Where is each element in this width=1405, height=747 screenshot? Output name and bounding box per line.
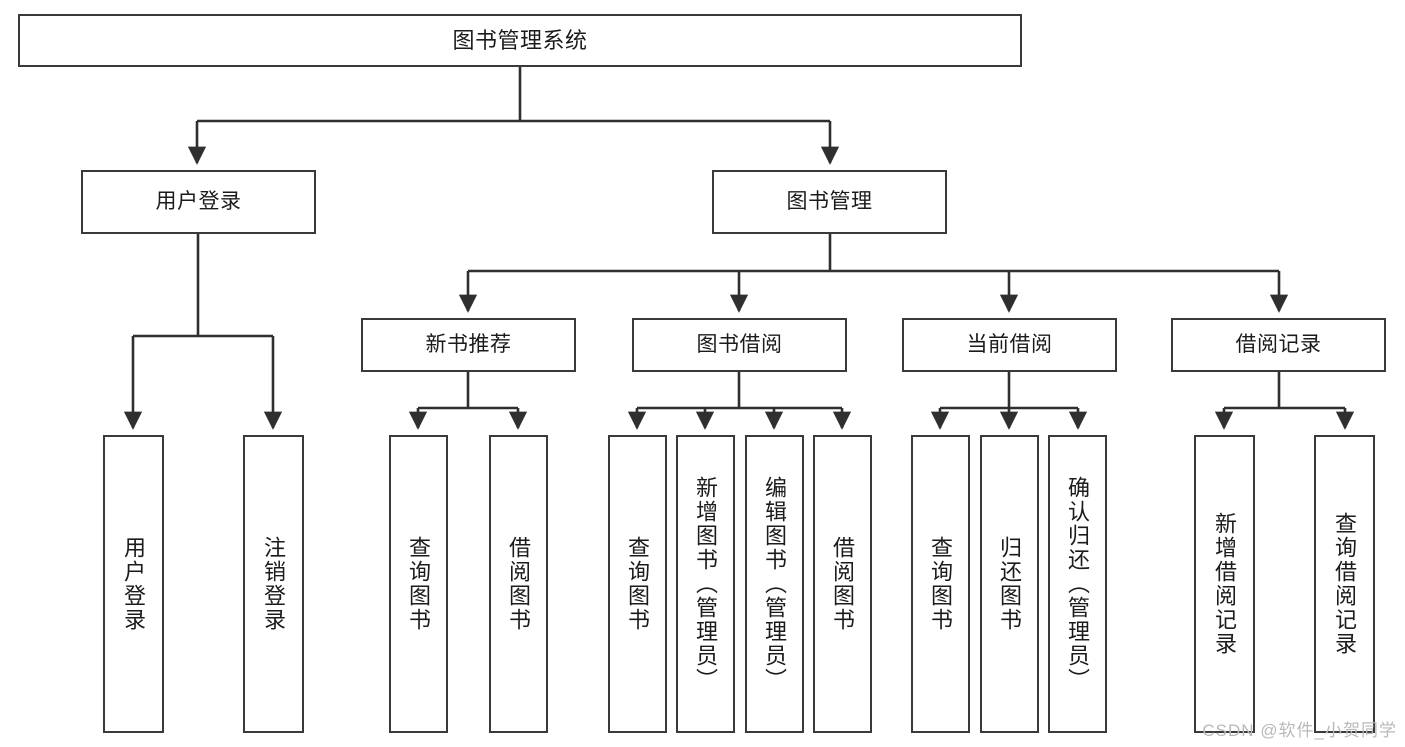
node-label: 用户登录 — [121, 536, 147, 632]
node-root-system[interactable]: 图书管理系统 — [18, 14, 1022, 67]
node-label: 借阅记录 — [1235, 332, 1322, 356]
node-label: 编辑图书（管理员） — [762, 476, 788, 692]
leaf-user-login-logout[interactable]: 注销登录 — [243, 435, 304, 733]
node-label: 图书借阅 — [696, 332, 783, 356]
node-label: 注销登录 — [261, 536, 287, 632]
leaf-user-login-login[interactable]: 用户登录 — [103, 435, 164, 733]
node-book-borrow[interactable]: 图书借阅 — [632, 318, 847, 372]
node-label: 查询图书 — [928, 536, 954, 632]
leaf-bookborrow-add-book-admin[interactable]: 新增图书（管理员） — [676, 435, 735, 733]
leaf-newbook-query-book[interactable]: 查询图书 — [389, 435, 448, 733]
leaf-borrowrecord-add-record[interactable]: 新增借阅记录 — [1194, 435, 1255, 733]
leaf-currentborrow-return-book[interactable]: 归还图书 — [980, 435, 1039, 733]
csdn-watermark: CSDN @软件_小贺同学 — [1202, 721, 1397, 740]
leaf-currentborrow-confirm-return-admin[interactable]: 确认归还（管理员） — [1048, 435, 1107, 733]
node-label: 借阅图书 — [830, 536, 856, 632]
node-label: 当前借阅 — [966, 332, 1053, 356]
node-label: 查询图书 — [625, 536, 651, 632]
node-label: 新增借阅记录 — [1212, 512, 1238, 656]
node-label: 查询图书 — [406, 536, 432, 632]
leaf-borrowrecord-query-record[interactable]: 查询借阅记录 — [1314, 435, 1375, 733]
node-label: 图书管理系统 — [452, 27, 588, 53]
node-borrow-record[interactable]: 借阅记录 — [1171, 318, 1386, 372]
node-label: 确认归还（管理员） — [1065, 476, 1091, 692]
node-label: 借阅图书 — [506, 536, 532, 632]
node-book-management[interactable]: 图书管理 — [712, 170, 947, 234]
leaf-currentborrow-query-book[interactable]: 查询图书 — [911, 435, 970, 733]
node-label: 查询借阅记录 — [1332, 512, 1358, 656]
node-label: 图书管理 — [786, 189, 873, 213]
node-label: 新书推荐 — [425, 332, 512, 356]
leaf-newbook-borrow-book[interactable]: 借阅图书 — [489, 435, 548, 733]
node-label: 新增图书（管理员） — [693, 476, 719, 692]
leaf-bookborrow-query-book[interactable]: 查询图书 — [608, 435, 667, 733]
node-label: 归还图书 — [997, 536, 1023, 632]
leaf-bookborrow-borrow-book[interactable]: 借阅图书 — [813, 435, 872, 733]
node-current-borrow[interactable]: 当前借阅 — [902, 318, 1117, 372]
node-label: 用户登录 — [155, 189, 242, 213]
node-new-book-recommend[interactable]: 新书推荐 — [361, 318, 576, 372]
node-user-login[interactable]: 用户登录 — [81, 170, 316, 234]
leaf-bookborrow-edit-book-admin[interactable]: 编辑图书（管理员） — [745, 435, 804, 733]
